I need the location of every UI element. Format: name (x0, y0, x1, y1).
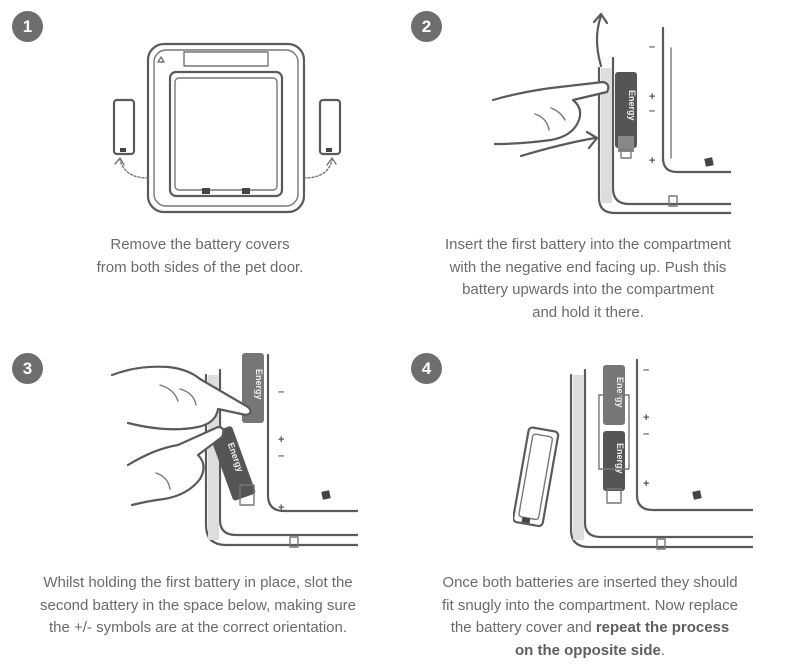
step-1: 1 Remove t (0, 0, 392, 333)
battery-label: Energy (627, 90, 637, 121)
step-3: 3 Energy Energy – + – + (0, 333, 392, 666)
svg-text:–: – (278, 450, 284, 462)
step-badge: 1 (12, 11, 43, 42)
svg-text:Energy: Energy (615, 443, 625, 474)
minus-symbol: – (649, 105, 655, 117)
curved-arrow-icon (303, 157, 337, 179)
curved-arrow-icon (114, 157, 149, 179)
insert-second-battery-illustration: Energy Energy – + – + (110, 353, 358, 548)
step-caption: Whilst holding the first battery in plac… (39, 574, 357, 636)
step-4: 4 Energy Energy – + – + Once both batte (393, 333, 785, 666)
minus-symbol: – (649, 41, 655, 53)
pet-door-icon (146, 42, 306, 214)
up-arrow-icon (592, 12, 609, 68)
battery-icon: Energy (603, 431, 625, 491)
step-caption: Insert the first battery into the compar… (445, 236, 731, 321)
svg-text:–: – (278, 386, 284, 398)
hand-icon (126, 425, 225, 507)
svg-text:–: – (643, 428, 649, 440)
battery-icon: Energy (615, 72, 637, 159)
insert-first-battery-illustration: Energy – + – + (491, 12, 731, 215)
step-2: 2 Energy – + – + (393, 0, 785, 333)
pet-door-illustration (112, 42, 342, 214)
step-badge: 4 (411, 353, 442, 384)
svg-text:+: + (643, 478, 649, 490)
svg-text:+: + (643, 412, 649, 424)
battery-cover-icon (318, 98, 342, 156)
step-badge: 2 (411, 11, 442, 42)
replace-cover-illustration: Energy Energy – + – + (513, 358, 753, 550)
svg-text:+: + (278, 502, 284, 514)
battery-cover-icon (112, 98, 136, 156)
svg-text:Energy: Energy (615, 377, 625, 408)
step-caption: Once both batteries are inserted they sh… (442, 574, 738, 659)
plus-symbol: + (649, 91, 655, 103)
svg-text:+: + (278, 434, 284, 446)
hand-icon (491, 80, 610, 158)
step-caption: Remove the battery covers from both side… (96, 236, 304, 276)
battery-cover-icon (513, 426, 560, 528)
svg-text:Energy: Energy (254, 369, 264, 400)
svg-text:–: – (643, 364, 649, 376)
plus-symbol: + (649, 155, 655, 167)
hand-icon (110, 365, 252, 431)
step-badge: 3 (12, 353, 43, 384)
